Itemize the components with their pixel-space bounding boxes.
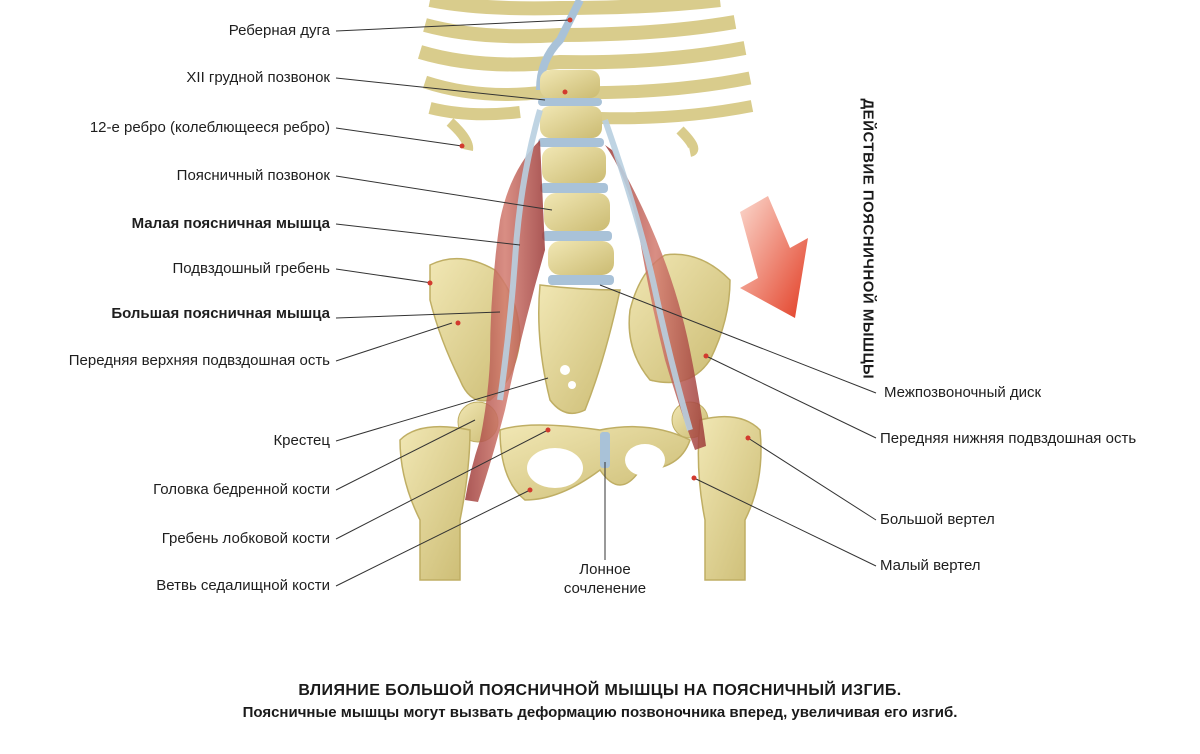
disc — [548, 275, 614, 285]
label-pubic-crest: Гребень лобковой кости — [161, 530, 330, 547]
label-symphysis-line1: Лонное — [579, 561, 631, 578]
label-psoas-major: Большая поясничная мышца — [111, 305, 330, 322]
disc — [542, 231, 612, 241]
obturator-foramen — [527, 448, 583, 488]
psoas-action-label: ДЕЙСТВИЕ ПОЯСНИЧНОЙ МЫШЦЫ — [859, 98, 877, 380]
leader-sacrum — [335, 377, 549, 442]
rib-3 — [417, 41, 747, 72]
leader-psoas-major — [335, 311, 501, 319]
marker — [703, 353, 709, 359]
label-xii-thoracic: XII грудной позвонок — [186, 69, 330, 86]
leader-psoas-minor — [335, 223, 521, 246]
marker — [745, 435, 751, 441]
label-ischial-ramus: Ветвь седалищной кости — [156, 577, 330, 594]
rib-1 — [428, 0, 721, 16]
marker — [527, 487, 533, 493]
point-markers — [427, 17, 751, 493]
sacral-foramen — [560, 365, 570, 375]
label-lumbar-vertebra: Поясничный позвонок — [176, 167, 330, 184]
label-intervertebral-disc: Межпозвоночный диск — [884, 384, 1042, 401]
sacral-foramen — [568, 381, 576, 389]
leader-twelfth-rib — [335, 127, 463, 147]
leader-asis — [335, 322, 453, 362]
psoas-muscles — [465, 109, 706, 502]
sacrum-shape — [538, 284, 621, 415]
left-psoas-minor — [497, 109, 543, 401]
left-psoas-major — [465, 140, 545, 502]
rib-right-end — [676, 126, 699, 157]
leader-femoral-head — [335, 419, 476, 491]
label-iliac-crest: Подвздошный гребень — [172, 260, 331, 277]
leader-xii-thoracic — [335, 77, 546, 101]
leader-lines — [335, 19, 877, 587]
marker — [691, 475, 697, 481]
action-arrow — [740, 196, 808, 318]
marker — [562, 89, 568, 95]
arrow-shape — [740, 196, 808, 318]
disc — [538, 138, 604, 147]
label-psoas-minor: Малая поясничная мышца — [131, 215, 330, 232]
marker — [459, 143, 465, 149]
leader-intervertebral-disc — [599, 284, 877, 394]
marker — [545, 427, 551, 433]
leader-costal-arch — [335, 19, 571, 32]
leader-greater-trochanter — [747, 437, 877, 521]
leader-lumbar-vertebra — [335, 175, 553, 211]
leader-iliac-crest — [335, 268, 433, 284]
label-twelfth-rib: 12-е ребро (колеблющееся ребро) — [89, 119, 330, 136]
caption-subtitle: Поясничные мышцы могут вызвать деформаци… — [242, 704, 958, 721]
label-femoral-head: Головка бедренной кости — [153, 481, 330, 498]
label-lesser-trochanter: Малый вертел — [880, 557, 981, 574]
twelfth-rib-shape — [446, 118, 474, 151]
spine — [538, 70, 614, 285]
marker — [455, 320, 461, 326]
leader-aiis — [705, 355, 877, 439]
label-asis: Передняя верхняя подвздошная ость — [68, 352, 330, 369]
label-aiis: Передняя нижняя подвздошная ость — [880, 430, 1137, 447]
pubic-symphysis — [600, 432, 610, 468]
vertebra — [540, 70, 600, 98]
femurs — [399, 401, 762, 581]
leader-lesser-trochanter — [693, 477, 877, 567]
rib-5 — [428, 100, 754, 125]
left-femur — [399, 425, 471, 581]
right-femur — [697, 415, 762, 581]
obturator-foramen — [625, 444, 665, 476]
label-sacrum: Крестец — [273, 432, 330, 449]
vertebra — [548, 241, 614, 275]
leader-pubic-crest — [335, 429, 549, 540]
vertebra — [544, 193, 610, 231]
marker — [567, 17, 573, 23]
vertebra — [542, 147, 606, 183]
disc — [540, 183, 608, 193]
marker — [427, 280, 433, 286]
label-greater-trochanter: Большой вертел — [880, 511, 995, 528]
label-symphysis-line2: сочленение — [563, 580, 647, 597]
disc — [538, 98, 602, 106]
label-costal-arch: Реберная дуга — [228, 22, 330, 39]
vertebra — [540, 106, 602, 138]
leader-ischial-ramus — [335, 489, 531, 587]
right-psoas-minor — [602, 119, 693, 431]
caption-title: ВЛИЯНИЕ БОЛЬШОЙ ПОЯСНИЧНОЙ МЫШЦЫ НА ПОЯС… — [298, 682, 902, 699]
